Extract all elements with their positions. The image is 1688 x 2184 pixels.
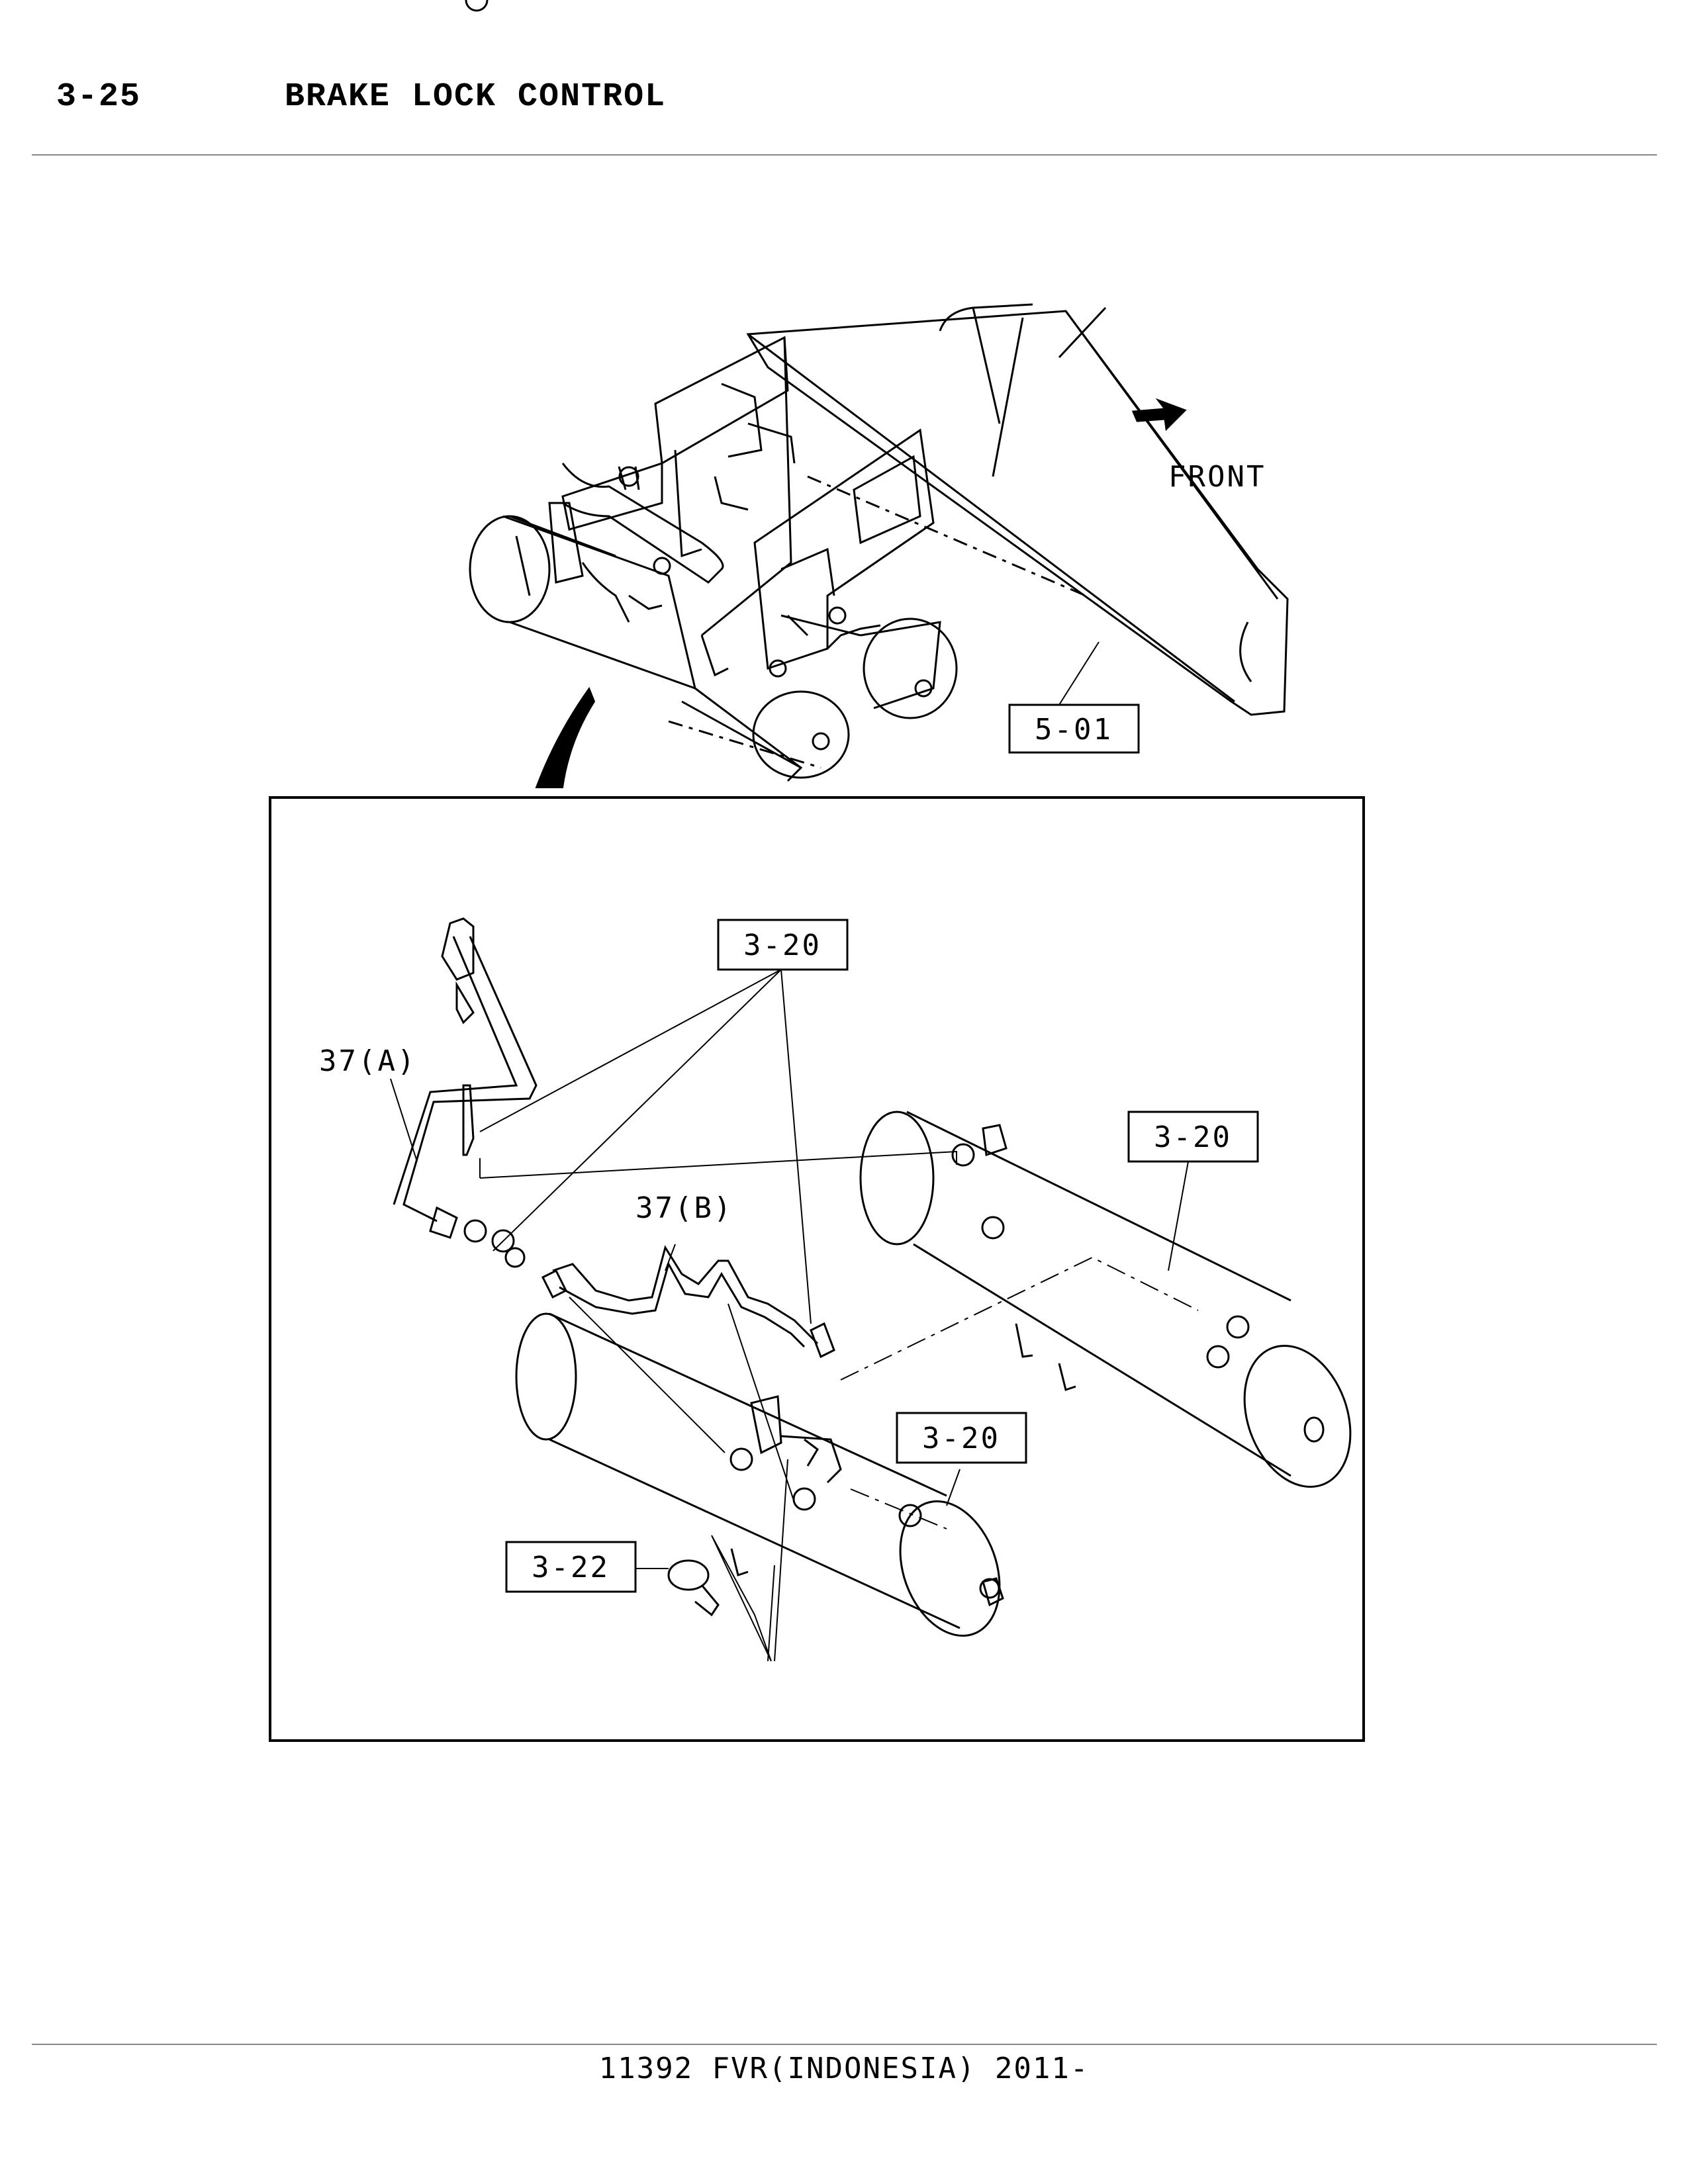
chassis-overview: [469, 303, 1289, 788]
detail-frame: [269, 796, 1365, 1742]
callout-3-20-top-text: 3-20: [743, 929, 821, 962]
section-number: 3-25: [56, 78, 142, 116]
callout-3-22-text: 3-22: [532, 1551, 610, 1584]
footer-divider: [32, 2044, 1657, 2045]
detail-illustration: [390, 0, 1352, 1662]
header-divider: [32, 154, 1657, 156]
part-37a-label: 37(A): [319, 1044, 416, 1078]
footer-text: 11392 FVR(INDONESIA) 2011-: [598, 2052, 1090, 2085]
callout-3-20-right: 3-20: [1127, 1111, 1259, 1163]
callout-3-20-lower-text: 3-20: [922, 1422, 1000, 1455]
callout-3-22: 3-22: [505, 1541, 637, 1593]
callout-3-20-right-text: 3-20: [1154, 1120, 1232, 1154]
part-37b-label: 37(B): [635, 1191, 733, 1225]
callout-3-20-top: 3-20: [717, 919, 849, 971]
callout-5-01-text: 5-01: [1035, 713, 1113, 747]
page-title: BRAKE LOCK CONTROL: [285, 78, 667, 116]
callout-5-01: 5-01: [1008, 704, 1140, 754]
callout-3-20-lower: 3-20: [896, 1412, 1027, 1464]
front-label: FRONT: [1168, 460, 1266, 494]
